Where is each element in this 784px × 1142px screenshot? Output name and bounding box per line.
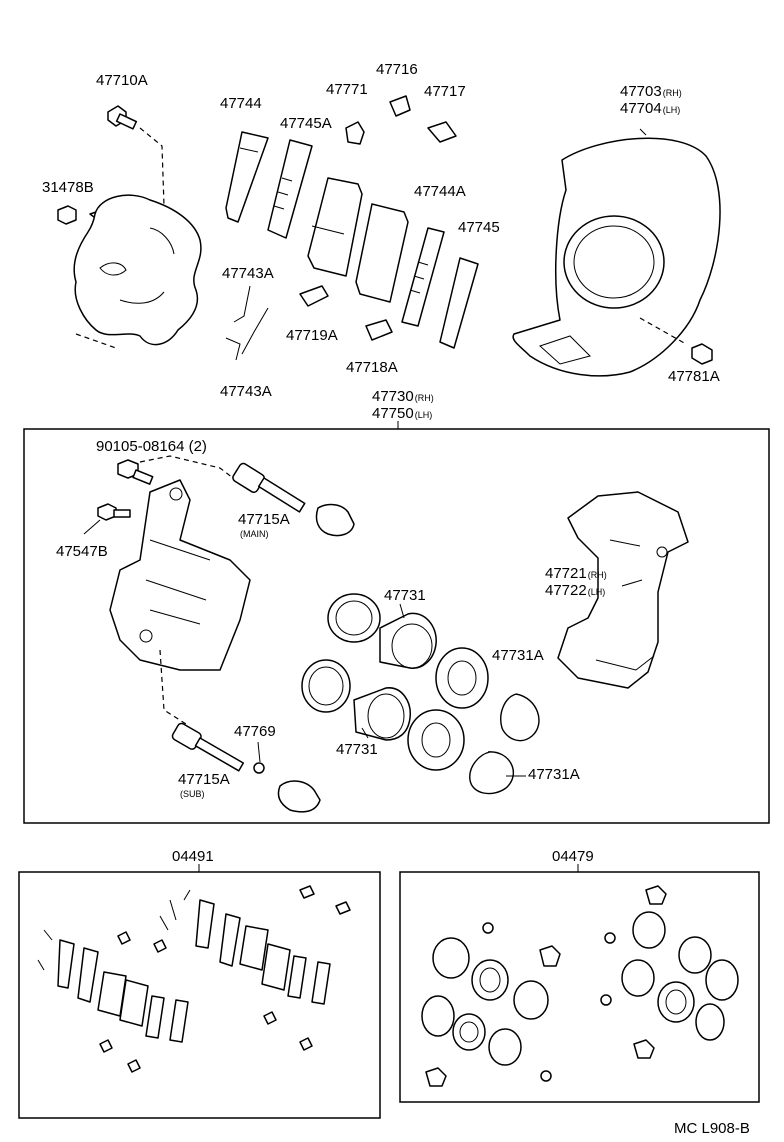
label-47745A: 47745A	[280, 115, 332, 132]
label-47781A: 47781A	[668, 368, 720, 385]
dust-cover-drawing	[512, 137, 721, 377]
dust-boot-lower-drawing	[407, 709, 465, 771]
label-47731-bottom: 47731	[336, 741, 378, 758]
kit-04491-box	[18, 871, 381, 1119]
shim-47745-drawing	[439, 257, 479, 349]
retaining-ring-upper-drawing	[500, 693, 540, 742]
bolt-90105-drawing	[117, 459, 154, 485]
brake-pad-outer-drawing	[355, 203, 409, 303]
clip-47719A-drawing	[299, 285, 329, 307]
boot-sub-drawing	[277, 780, 321, 813]
clip-47716-drawing	[389, 95, 411, 117]
label-47744: 47744	[220, 95, 262, 112]
caliper-assembly-box	[23, 428, 770, 824]
kit-04479-box	[399, 871, 760, 1103]
piston-lower-drawing	[353, 687, 411, 741]
label-47721: 47721(RH)	[545, 565, 607, 582]
bush-47769-drawing	[253, 762, 265, 774]
label-47715A-sub-note: (SUB)	[180, 789, 205, 799]
bolt-47710A-drawing	[107, 105, 138, 130]
label-47717: 47717	[424, 83, 466, 100]
clip-47771-drawing	[345, 121, 365, 145]
shim-47744A-drawing	[401, 227, 445, 327]
guide-pin-main-drawing	[232, 462, 306, 513]
label-47745: 47745	[458, 219, 500, 236]
bleeder-47547B-drawing	[97, 503, 131, 521]
piston-seal-middle-drawing	[301, 659, 351, 713]
label-47731A-lower: 47731A	[528, 766, 580, 783]
label-47744A: 47744A	[414, 183, 466, 200]
label-47731-top: 47731	[384, 587, 426, 604]
label-kit-04491: 04491	[172, 848, 214, 865]
spring-47743A-drawing	[225, 285, 269, 361]
label-47703: 47703(RH)	[620, 83, 682, 100]
label-47769: 47769	[234, 723, 276, 740]
piston-seal-upper-drawing	[327, 593, 381, 643]
label-47715A-main: 47715A	[238, 511, 290, 528]
dust-boot-upper-drawing	[435, 647, 489, 709]
piston-upper-drawing	[379, 612, 437, 669]
label-47731A-upper: 47731A	[492, 647, 544, 664]
label-47718A: 47718A	[346, 359, 398, 376]
label-47750: 47750(LH)	[372, 405, 432, 422]
figure-code: MC L908-B	[674, 1120, 750, 1137]
label-47716: 47716	[376, 61, 418, 78]
label-47743A-bottom: 47743A	[220, 383, 272, 400]
guide-pin-sub-drawing	[171, 722, 245, 772]
shim-47744-drawing	[225, 131, 269, 223]
shim-47745A-drawing	[267, 139, 313, 239]
label-47719A: 47719A	[286, 327, 338, 344]
label-47715A-main-note: (MAIN)	[240, 529, 269, 539]
label-31478B: 31478B	[42, 179, 94, 196]
kit-04491-parts-drawing	[37, 885, 351, 1073]
clip-47717-drawing	[427, 121, 457, 143]
kit-04479-parts-drawing	[421, 885, 739, 1087]
brake-pad-inner-drawing	[307, 177, 363, 277]
label-47547B: 47547B	[56, 543, 108, 560]
label-47715A-sub: 47715A	[178, 771, 230, 788]
caliper-body-drawing	[73, 194, 202, 349]
label-47710A: 47710A	[96, 72, 148, 89]
label-47730: 47730(RH)	[372, 388, 434, 405]
mounting-bracket-drawing	[557, 491, 689, 689]
label-47704: 47704(LH)	[620, 100, 680, 117]
label-47743A-top: 47743A	[222, 265, 274, 282]
clip-47718A-drawing	[365, 319, 393, 341]
retaining-ring-lower-drawing	[469, 751, 515, 795]
label-47722: 47722(LH)	[545, 582, 605, 599]
label-kit-04479: 04479	[552, 848, 594, 865]
caliper-housing-drawing	[109, 479, 251, 671]
label-47771: 47771	[326, 81, 368, 98]
label-90105-08164: 90105-08164 (2)	[96, 438, 207, 455]
boot-main-drawing	[315, 503, 355, 537]
bolt-47781A-drawing	[691, 343, 713, 365]
